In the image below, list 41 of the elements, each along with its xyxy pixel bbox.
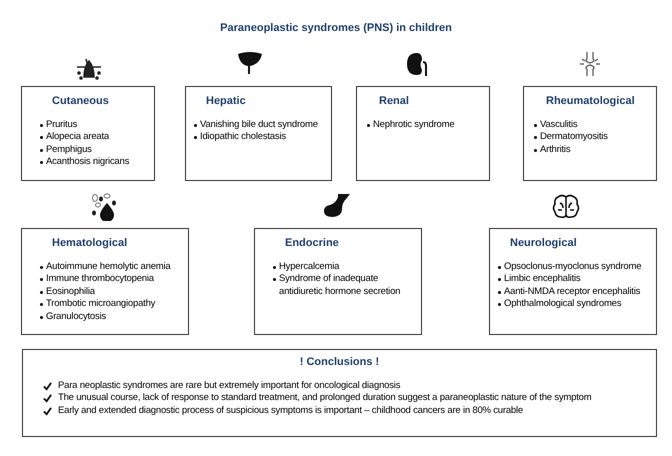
- list-item: Pruritus: [46, 118, 78, 132]
- conclusions-box: [22, 349, 657, 437]
- list-item: Acanthosis nigricans: [46, 156, 130, 169]
- list-item: Alopecia areata: [46, 131, 110, 144]
- list-item: The unusual course, lack of response to standard treatment, and prolonged duration suggest a paraneoplastic nature of the symptom: [58, 392, 592, 405]
- category-box: [21, 228, 189, 335]
- list-item: Early and extended diagnostic process of suspicious symptoms is important – childhood cancers are in 80% curable: [58, 404, 524, 418]
- list-item: Limbic encephalitis: [504, 273, 582, 286]
- list-item: Syndrome of inadequate antidiuretic hormone secretion: [279, 273, 402, 298]
- category-box: [356, 86, 490, 181]
- box-heading: ! Conclusions !: [298, 356, 380, 370]
- list-item: Hypercalcemia: [279, 260, 340, 274]
- diagram-title: Paraneoplastic syndromes (PNS) in children: [219, 21, 453, 36]
- category-box: [523, 86, 657, 181]
- list-item: Arthritis: [540, 144, 572, 156]
- category-box: [21, 86, 155, 181]
- box-heading: Hepatic: [205, 95, 247, 109]
- list-item: Trombotic microangiopathy: [46, 298, 156, 311]
- box-heading: Neurological: [509, 237, 578, 251]
- list-item: Autoimmune hemolytic anemia: [46, 260, 172, 274]
- box-heading: Cutaneous: [51, 95, 110, 109]
- box-heading: Endocrine: [284, 237, 340, 251]
- list-item: Immune thrombocytopenia: [46, 273, 155, 286]
- category-box: [185, 86, 332, 181]
- list-item: Vanishing bile duct syndrome: [200, 118, 319, 132]
- list-item: Opsoclonus-myoclonus syndrome: [504, 260, 642, 274]
- box-heading: Renal: [378, 95, 410, 109]
- list-item: Eosinophilia: [46, 286, 96, 298]
- list-item: Para neoplastic syndromes are rare but extremely important for oncological diagnosis: [58, 380, 402, 392]
- list-item: Vasculitis: [540, 118, 578, 132]
- list-item: Nephrotic syndrome: [373, 118, 456, 132]
- list-item: Dermatomyositis: [540, 131, 609, 144]
- list-item: Aanti-NMDA receptor encephalitis: [504, 286, 642, 298]
- list-item: Granulocytosis: [46, 310, 108, 324]
- list-item: Idiopathic cholestasis: [200, 131, 287, 144]
- category-box: [489, 228, 657, 335]
- box-heading: Rheumatological: [545, 95, 636, 109]
- category-box: [254, 228, 422, 335]
- list-item: Pemphigus: [46, 144, 93, 156]
- box-heading: Hematological: [51, 237, 128, 251]
- list-item: Ophthalmological syndromes: [504, 298, 622, 311]
